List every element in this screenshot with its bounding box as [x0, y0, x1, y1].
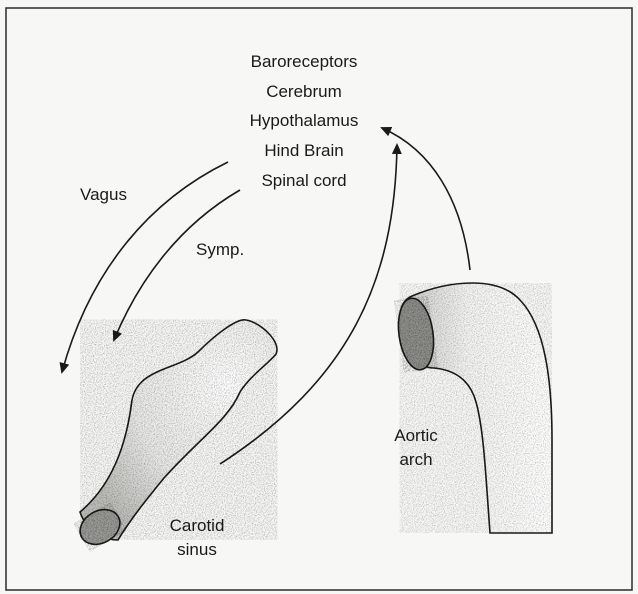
center-spinal-cord: Spinal cord [261, 171, 346, 190]
aortic-label-line2: arch [399, 450, 432, 469]
sympathetic-label: Symp. [196, 240, 244, 259]
vagus-label: Vagus [80, 185, 127, 204]
center-cerebrum: Cerebrum [266, 82, 342, 101]
aortic-label-line1: Aortic [394, 426, 438, 445]
carotid-label-line1: Carotid [170, 516, 225, 535]
carotid-afferent-arrow [220, 145, 397, 464]
sympathetic-arrow [114, 190, 240, 340]
aortic-afferent-arrow [382, 128, 470, 270]
cns-centers: Baroreceptors Cerebrum Hypothalamus Hind… [250, 52, 359, 190]
center-hind-brain: Hind Brain [264, 141, 343, 160]
center-baroreceptors: Baroreceptors [251, 52, 358, 71]
center-hypothalamus: Hypothalamus [250, 111, 359, 130]
carotid-label-line2: sinus [177, 540, 217, 559]
aortic-arch-vessel [394, 283, 552, 533]
